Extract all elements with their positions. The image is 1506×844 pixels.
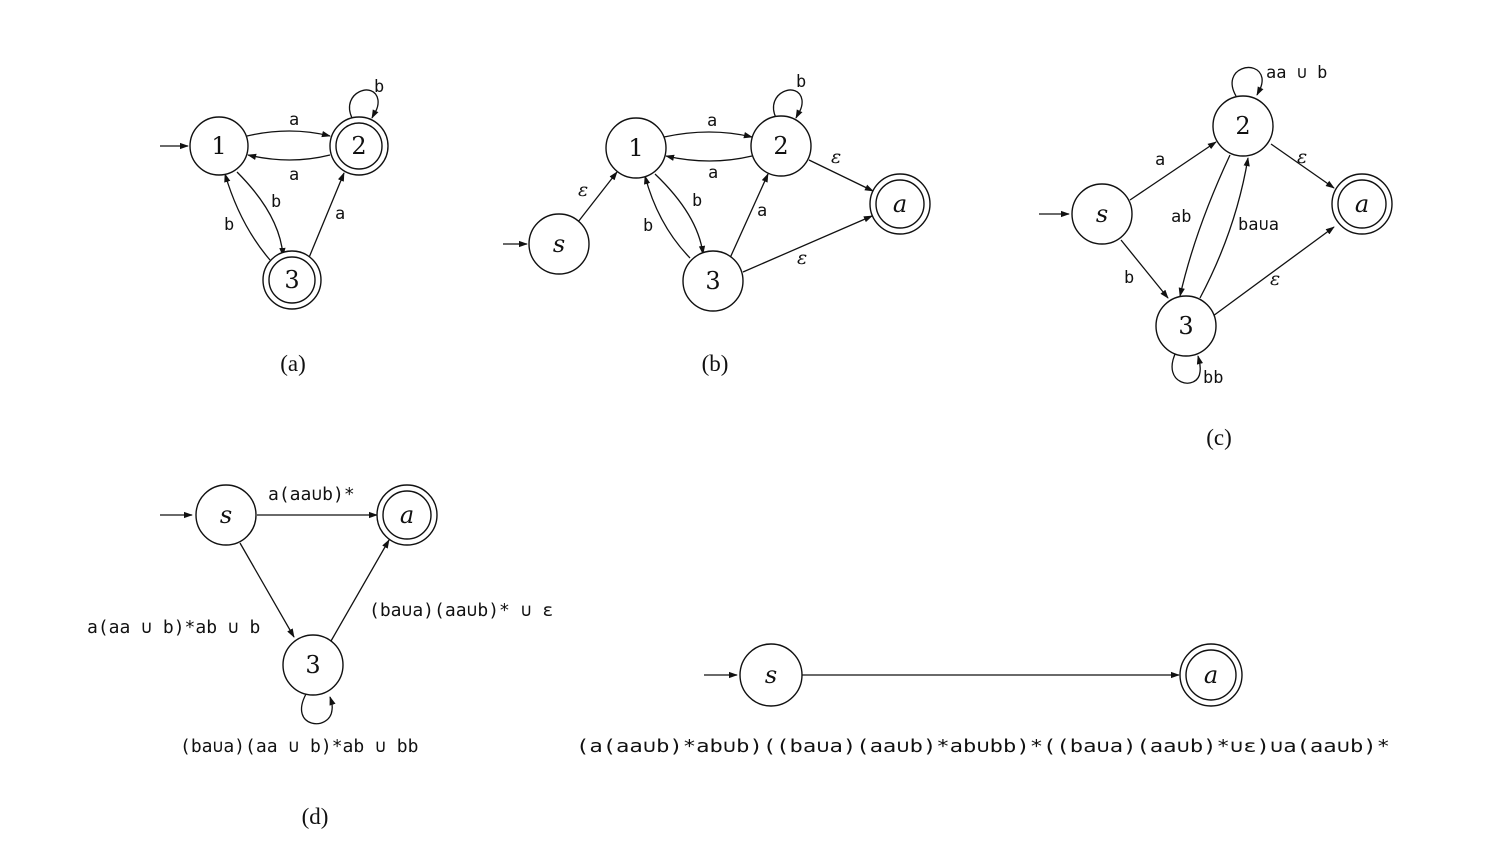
diagram-final: s a (a(aa∪b)*ab∪b)((ba∪a)(aa∪b)*ab∪bb)*(… bbox=[576, 643, 1390, 757]
state-label: 2 bbox=[773, 132, 788, 160]
edge-s-to-1 bbox=[577, 171, 618, 223]
state-3 bbox=[1155, 295, 1217, 357]
edge-label: a(aa ∪ b)*ab ∪ b bbox=[87, 617, 260, 638]
state-label: 2 bbox=[351, 132, 366, 160]
edge-label: aa ∪ b bbox=[1266, 63, 1327, 83]
edge-label: ε bbox=[1297, 146, 1307, 168]
state-label: 3 bbox=[705, 267, 720, 295]
state-1 bbox=[189, 116, 249, 176]
caption-d: (d) bbox=[302, 804, 329, 829]
edge-3-to-a bbox=[742, 215, 873, 273]
state-label: 3 bbox=[1178, 312, 1193, 340]
caption-b: (b) bbox=[702, 351, 729, 376]
edge-label: a bbox=[1155, 150, 1165, 170]
state-label: 1 bbox=[628, 134, 643, 162]
edge-3-to-2 bbox=[729, 173, 769, 259]
state-label: 2 bbox=[1235, 112, 1250, 140]
state-3 bbox=[682, 250, 744, 312]
self-loop-3 bbox=[300, 693, 336, 725]
self-loop-2 bbox=[1231, 66, 1264, 97]
edge-3-to-1 bbox=[644, 175, 691, 259]
edge-label: b bbox=[271, 192, 281, 212]
edge-2-to-1 bbox=[665, 154, 753, 162]
edge-2-to-1 bbox=[247, 153, 331, 161]
edge-label: bb bbox=[1203, 368, 1223, 388]
final-regex-label: (a(aa∪b)*ab∪b)((ba∪a)(aa∪b)*ab∪bb)*((ba∪… bbox=[576, 736, 1390, 757]
self-loop-3 bbox=[1171, 351, 1204, 384]
edge-label: (ba∪a)(aa ∪ b)*ab ∪ bb bbox=[180, 736, 418, 757]
state-label: s bbox=[1096, 200, 1108, 228]
edge-1-to-3 bbox=[654, 173, 706, 255]
state-label: s bbox=[765, 661, 777, 689]
state-a-accept-ring bbox=[1337, 179, 1387, 229]
edge-label: a bbox=[335, 204, 345, 224]
state-a-accept-ring bbox=[1185, 649, 1237, 701]
caption-a: (a) bbox=[280, 351, 306, 376]
state-label: s bbox=[220, 501, 232, 529]
edge-label: b bbox=[224, 215, 234, 235]
edge-3-to-a bbox=[330, 539, 390, 642]
edge-label: a(aa∪b)* bbox=[268, 484, 355, 505]
edge-label: a bbox=[707, 111, 717, 131]
edge-label: b bbox=[1124, 268, 1134, 288]
edge-label: b bbox=[374, 77, 384, 97]
edge-3-to-2 bbox=[307, 172, 345, 261]
self-loop-2 bbox=[773, 89, 803, 119]
state-1 bbox=[605, 117, 667, 179]
state-2 bbox=[1212, 95, 1274, 157]
state-label: a bbox=[400, 501, 414, 529]
state-s bbox=[528, 213, 590, 275]
diagram-a: 1 2 3 a a b b b a (a) bbox=[160, 77, 389, 376]
edge-3-to-1 bbox=[224, 173, 271, 261]
edge-3-to-a bbox=[1212, 226, 1335, 317]
diagram-b: s 1 2 3 a ε a a b b b a ε ε (b) bbox=[503, 72, 931, 376]
edge-label: ε bbox=[831, 146, 841, 168]
edge-1-to-2 bbox=[246, 130, 331, 138]
edge-2-to-a bbox=[808, 159, 874, 192]
state-label: 1 bbox=[211, 132, 226, 160]
diagram-c: s 2 3 a aa ∪ b a b ab ba∪a ε ε bb (c) bbox=[1039, 63, 1393, 450]
state-2-accept-ring bbox=[335, 122, 383, 170]
edge-label: b bbox=[692, 191, 702, 211]
edge-label: ε bbox=[797, 247, 807, 269]
edge-label: ba∪a bbox=[1238, 215, 1279, 235]
state-label: a bbox=[893, 190, 907, 218]
edge-label: b bbox=[643, 216, 653, 236]
edge-label: (ba∪a)(aa∪b)* ∪ ε bbox=[369, 600, 553, 621]
edge-label: ε bbox=[578, 179, 588, 201]
edge-1-to-2 bbox=[663, 131, 753, 139]
edge-label: b bbox=[796, 72, 806, 92]
edge-label: a bbox=[757, 201, 767, 221]
edge-s-to-2 bbox=[1129, 141, 1217, 201]
state-2 bbox=[750, 115, 812, 177]
state-3-accept-ring bbox=[268, 256, 316, 304]
edge-3-to-2 bbox=[1199, 157, 1250, 299]
edge-s-to-3 bbox=[1120, 239, 1169, 299]
state-a-accept-ring bbox=[382, 490, 432, 540]
edge-1-to-3 bbox=[236, 171, 286, 257]
self-loop-2 bbox=[349, 89, 379, 119]
diagram-d: s a 3 a(aa∪b)* a(aa ∪ b)*ab ∪ b (ba∪a)(a… bbox=[87, 484, 553, 829]
state-label: 3 bbox=[305, 651, 320, 679]
state-s bbox=[195, 484, 257, 546]
edge-label: a bbox=[708, 163, 718, 183]
edge-label: ab bbox=[1171, 207, 1191, 227]
state-3 bbox=[282, 634, 344, 696]
edge-label: a bbox=[289, 110, 299, 130]
state-label: 3 bbox=[284, 266, 299, 294]
edge-label: ε bbox=[1270, 268, 1280, 290]
state-label: a bbox=[1355, 190, 1369, 218]
edge-2-to-3 bbox=[1178, 154, 1231, 297]
state-s bbox=[739, 643, 803, 707]
caption-c: (c) bbox=[1206, 425, 1232, 450]
state-a-accept-ring bbox=[875, 179, 925, 229]
state-label: a bbox=[1204, 661, 1218, 689]
state-s bbox=[1071, 183, 1133, 245]
edge-label: a bbox=[289, 165, 299, 185]
edge-s-to-3 bbox=[239, 542, 295, 638]
edge-2-to-a bbox=[1270, 143, 1335, 189]
state-label: s bbox=[553, 230, 565, 258]
